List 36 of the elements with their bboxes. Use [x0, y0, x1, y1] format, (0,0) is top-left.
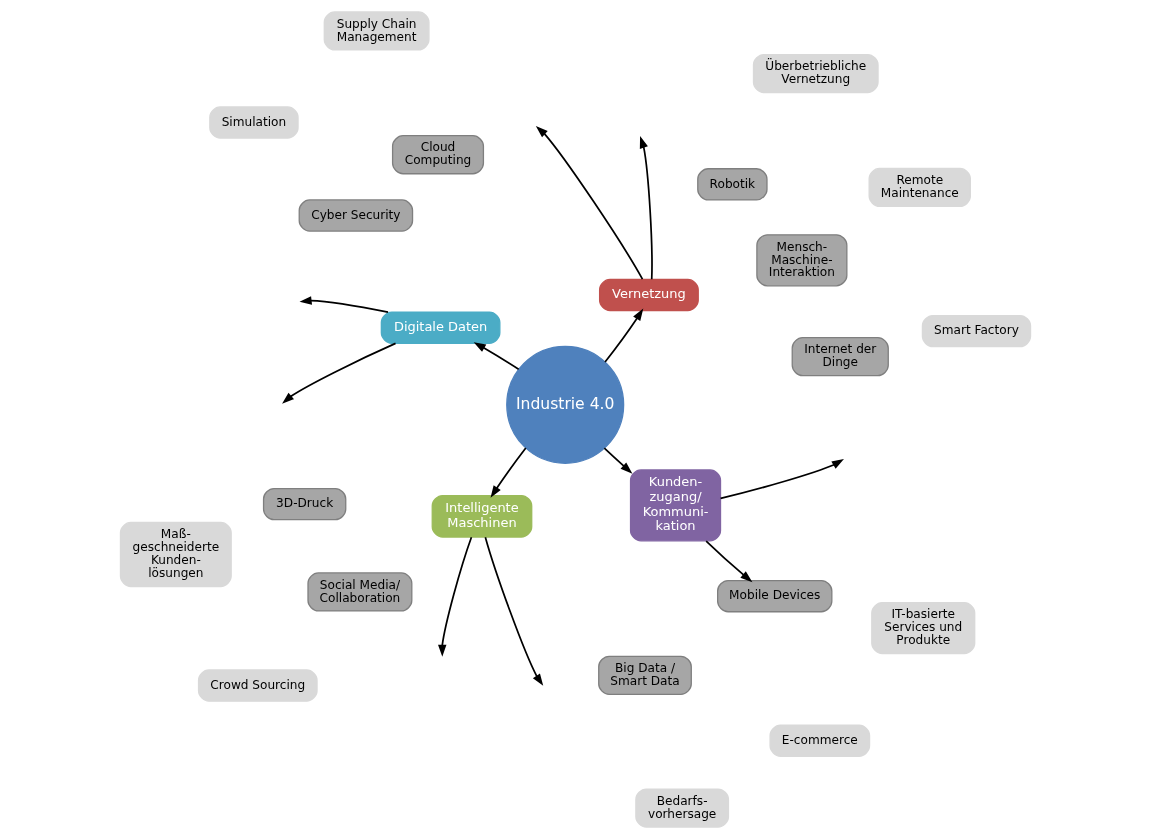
arrow — [299, 296, 389, 313]
arrow — [719, 459, 844, 500]
node-box: Überbetriebliche Vernetzung — [752, 53, 879, 94]
node-box: Intelligente Maschinen — [431, 494, 533, 538]
arrow — [473, 342, 520, 371]
arrow — [490, 447, 527, 498]
node-box: Supply Chain Management — [323, 11, 430, 51]
node-box: Remote Maintenance — [868, 167, 971, 208]
node-box: Robotik — [697, 168, 768, 201]
node-box: Social Media/ Collaboration — [307, 572, 413, 612]
node-box: Smart Factory — [921, 314, 1032, 348]
arrow — [535, 126, 644, 280]
node-box: Digitale Daten — [380, 311, 501, 344]
node-box: IT-basierte Services und Produkte — [871, 601, 976, 655]
node-box: Mobile Devices — [717, 579, 833, 613]
arrow — [604, 308, 644, 363]
node-box: Cloud Computing — [391, 135, 485, 175]
node-box: E-commerce — [769, 724, 871, 757]
node-box: Kunden- zugang/ Kommuni- kation — [629, 469, 722, 542]
node-box: Mensch- Maschine- Interaktion — [756, 234, 848, 287]
arrow — [282, 342, 397, 404]
node-box: 3D-Druck — [262, 487, 347, 521]
arrow — [438, 536, 473, 657]
node-box: Cyber Security — [298, 199, 414, 232]
node-box: Crowd Sourcing — [197, 669, 318, 702]
arrow — [484, 536, 544, 686]
node-circle: Industrie 4.0 — [506, 345, 625, 464]
node-box: Internet der Dinge — [791, 336, 889, 377]
arrow — [639, 136, 653, 281]
node-box: Big Data / Smart Data — [598, 655, 692, 696]
node-box: Bedarfs- vorhersage — [635, 788, 730, 828]
node-box: Simulation — [209, 106, 299, 139]
arrow — [705, 540, 753, 583]
node-box: Vernetzung — [598, 278, 699, 312]
arrow — [603, 447, 633, 474]
node-box: Maß- geschneiderte Kunden- lösungen — [119, 521, 232, 588]
